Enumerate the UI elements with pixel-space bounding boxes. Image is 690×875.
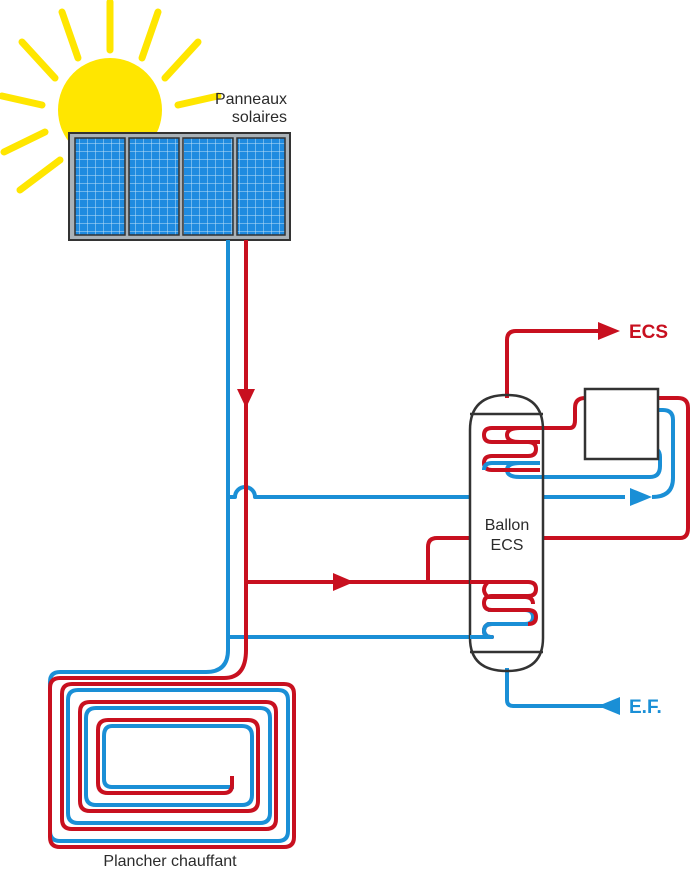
panels-label-line1: Panneaux [215, 91, 287, 108]
hot-branch-pipe [426, 536, 470, 582]
cold-right-arrow-icon [630, 488, 652, 506]
tank-label-line1: Ballon [485, 517, 529, 534]
cold-upper-pipe [228, 485, 470, 499]
solar-panel-4 [236, 137, 286, 236]
upper-coil-red-inner [505, 426, 540, 444]
upper-coil-cold-end [482, 461, 540, 471]
cold-water-in-arrow-icon [598, 697, 620, 715]
lower-coil-red [470, 580, 535, 605]
solar-panel-3 [182, 137, 234, 236]
cold-water-label: E.F. [629, 697, 662, 718]
hot-down-arrow-icon [237, 389, 255, 408]
upper-coil-red [540, 396, 586, 430]
cold-water-pipe [505, 668, 612, 708]
tank-label-line2: ECS [491, 537, 524, 554]
hot-supply-pipe [223, 240, 248, 680]
hot-water-out-arrow-icon [598, 322, 620, 340]
backup-heater-box [583, 387, 660, 461]
lower-coil-cold-end [470, 622, 528, 639]
upper-coil [482, 426, 540, 472]
backup-loop-return [543, 408, 675, 499]
solar-panel-1 [74, 137, 126, 236]
upper-coil-return [505, 446, 662, 479]
solar-panel-2 [128, 137, 180, 236]
cold-riser-pipe [48, 240, 290, 843]
lower-coil [470, 580, 538, 639]
floor-heating-coil [48, 676, 296, 849]
hot-water-label: ECS [629, 322, 668, 343]
solar-panels [68, 132, 291, 241]
hot-water-outlet [505, 329, 605, 398]
backup-loop-hot [543, 396, 690, 540]
floor-heating-label: Plancher chauffant [103, 853, 237, 870]
hot-water-tank [468, 393, 545, 673]
hot-right-arrow-icon [333, 573, 354, 591]
panels-label-line2: solaires [232, 109, 287, 126]
